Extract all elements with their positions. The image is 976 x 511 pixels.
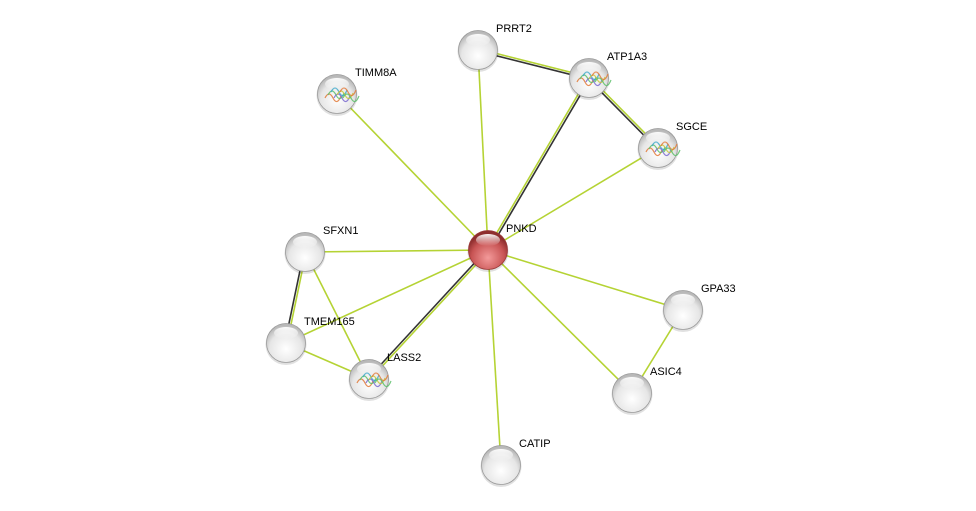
edge-pnkd-sgce[interactable] [487, 147, 659, 251]
node-label: ASIC4 [650, 366, 682, 378]
node-catip[interactable]: CATIP [480, 438, 551, 487]
edge-pnkd-atp1a3[interactable] [486, 77, 591, 251]
edge-pnkd-timm8a[interactable] [336, 93, 489, 251]
edge-line-textmining [477, 49, 489, 251]
edge-line-textmining [487, 249, 502, 466]
edge-line-coexpression [488, 78, 591, 251]
edge-sfxn1-lass2[interactable] [304, 251, 370, 380]
node-label: GPA33 [701, 283, 736, 295]
node-highlight [577, 62, 601, 74]
protein-structure-icon [576, 71, 612, 87]
node-pnkd[interactable]: PNKD [467, 223, 537, 272]
node-timm8a[interactable]: TIMM8A [316, 67, 398, 116]
node-highlight [489, 449, 513, 461]
node-sgce[interactable]: SGCE [637, 121, 708, 170]
node-gpa33[interactable]: GPA33 [662, 283, 736, 332]
edge-line-textmining [487, 249, 633, 394]
edge-line-coexpression [367, 248, 488, 379]
edge-line-textmining [304, 251, 370, 380]
node-sfxn1[interactable]: SFXN1 [284, 225, 359, 274]
edge-line-textmining [369, 250, 490, 381]
node-tmem165[interactable]: TMEM165 [265, 316, 355, 365]
node-highlight [466, 34, 490, 46]
node-atp1a3[interactable]: ATP1A3 [568, 51, 648, 100]
edge-line-textmining [304, 249, 489, 253]
edge-pnkd-prrt2[interactable] [477, 49, 489, 251]
node-highlight [274, 327, 298, 339]
node-label: PRRT2 [496, 23, 532, 35]
node-asic4[interactable]: ASIC4 [611, 366, 682, 415]
edge-line-textmining [336, 93, 489, 251]
node-label: ATP1A3 [607, 51, 647, 63]
node-label: SGCE [676, 121, 707, 133]
edge-line-textmining [285, 249, 489, 344]
node-label: TMEM165 [304, 316, 355, 328]
node-label: TIMM8A [355, 67, 397, 79]
edge-line-textmining [486, 77, 589, 250]
node-label: CATIP [519, 438, 551, 450]
node-highlight [325, 78, 349, 90]
node-highlight [293, 236, 317, 248]
edge-pnkd-catip[interactable] [487, 249, 502, 466]
edge-line-textmining [487, 147, 659, 251]
node-label: LASS2 [387, 352, 421, 364]
node-highlight [646, 132, 670, 144]
node-label: PNKD [506, 223, 537, 235]
edge-pnkd-lass2[interactable] [367, 248, 490, 381]
node-highlight [620, 377, 644, 389]
edge-pnkd-tmem165[interactable] [285, 249, 489, 344]
edge-pnkd-asic4[interactable] [487, 249, 633, 394]
edge-pnkd-gpa33[interactable] [487, 249, 684, 311]
node-label: SFXN1 [323, 225, 358, 237]
node-highlight [357, 363, 381, 375]
edge-line-textmining [487, 249, 684, 311]
node-highlight [476, 234, 500, 246]
node-highlight [671, 294, 695, 306]
node-lass2[interactable]: LASS2 [348, 352, 422, 401]
node-prrt2[interactable]: PRRT2 [457, 23, 532, 72]
edge-pnkd-sfxn1[interactable] [304, 249, 489, 253]
